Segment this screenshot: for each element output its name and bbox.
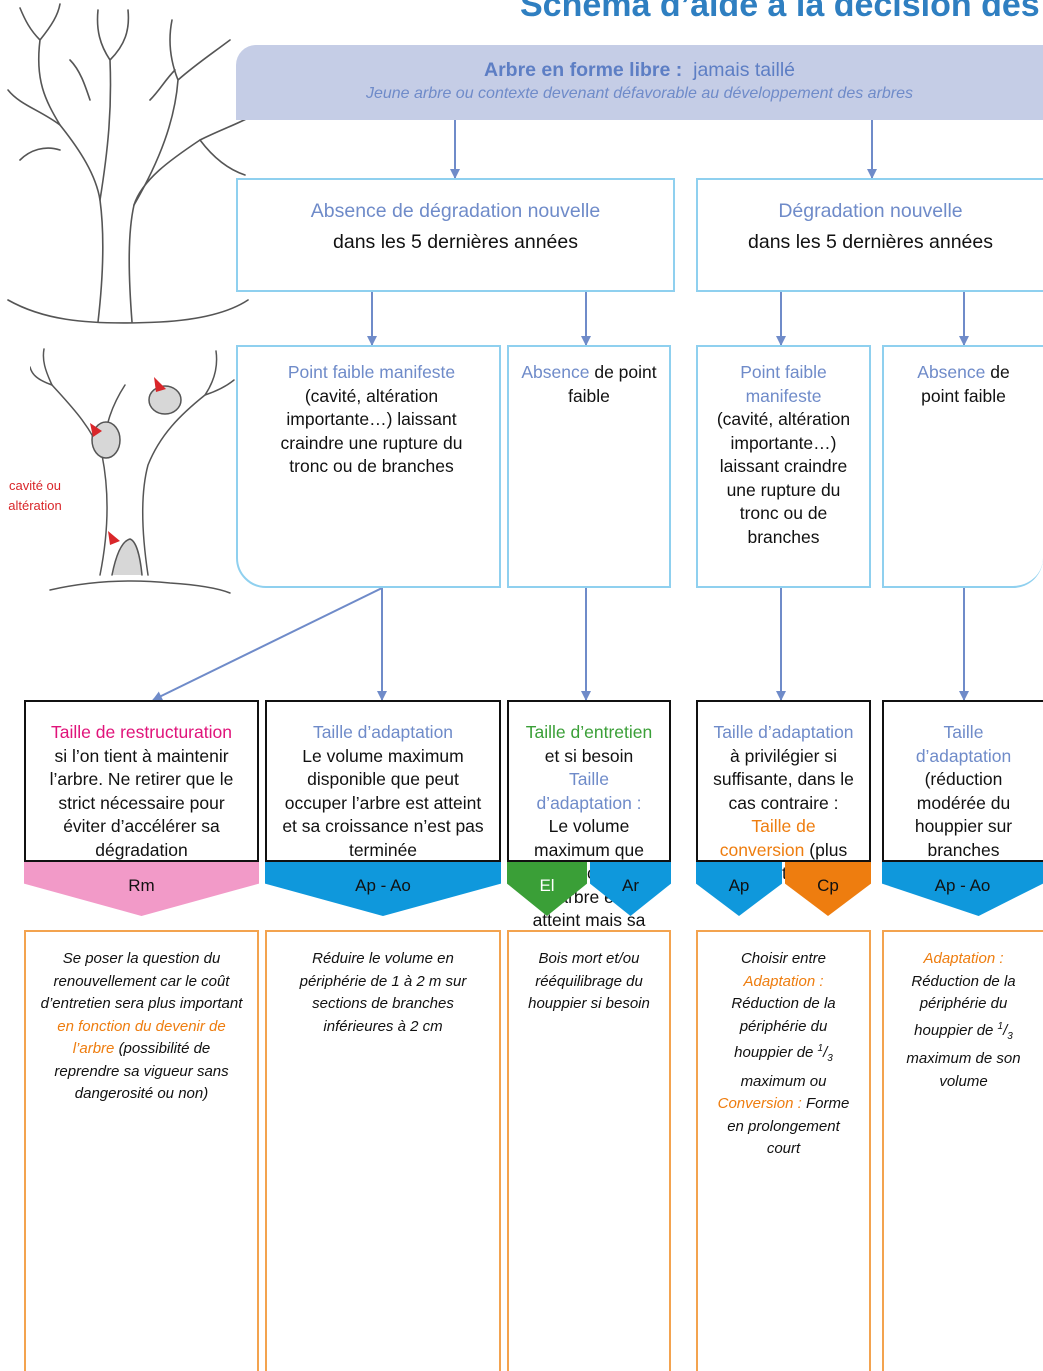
cavity-tree-sketch xyxy=(30,348,235,594)
level3-c5-head: Taille d’adaptation xyxy=(915,722,1012,766)
level3-c4-mid: à privilégier si suffisante, dans le cas… xyxy=(713,745,854,813)
level3-c4-head2: Taille de conversion xyxy=(719,816,816,860)
level1-right-line1: Dégradation nouvelle xyxy=(778,200,963,222)
note-c4-frac-n: 1 xyxy=(817,1043,824,1054)
level3-c1-text: si l’on tient à maintenir l’arbre. Ne re… xyxy=(49,745,234,860)
note-c4-b: Adaptation : xyxy=(743,972,824,990)
page-title: Schéma d’aide à la décision des catégori… xyxy=(520,0,1043,24)
level3-c3-head: Taille d’entretien xyxy=(525,722,653,742)
note-c4-a: Choisir entre xyxy=(740,950,827,967)
level3-c3-head2: Taille d’adaptation : xyxy=(536,769,642,813)
note-c4-e: Conversion : xyxy=(717,1095,802,1112)
note-col4: Choisir entre Adaptation : Réduction de … xyxy=(696,930,871,1371)
note-col3: Bois mort et/ou rééquilibrage du houppie… xyxy=(507,930,671,1371)
level3-restructuration-box: Taille de restructuration si l’on tient … xyxy=(24,700,259,862)
level3-c4-head: Taille d’adaptation xyxy=(713,722,854,742)
arrow-l2-diag xyxy=(152,587,383,701)
level1-left-line1: Absence de dégradation nouvelle xyxy=(310,200,601,222)
level1-left-line2: dans les 5 dernières années xyxy=(333,231,578,253)
level1-right-line2: dans les 5 dernières années xyxy=(748,231,993,253)
level2-no-weak-point-box-2: Absence de point faible xyxy=(882,345,1043,588)
bare-tree-sketch xyxy=(7,3,249,324)
level3-c3-mid: et si besoin xyxy=(544,745,634,766)
level2-c1-text: (cavité, altération importante…) laissan… xyxy=(280,385,463,477)
tag-ap-label: Ap xyxy=(728,876,750,895)
level2-no-weak-point-box-1: Absence de point faible xyxy=(507,345,671,588)
note-col5: Adaptation : Réduction de la périphérie … xyxy=(882,930,1043,1371)
note-c4-c: Réduction de la périphérie du houppier d… xyxy=(731,995,836,1061)
note-c5-frac-d: 3 xyxy=(1007,1030,1013,1042)
banner-rest: jamais taillé xyxy=(693,59,795,81)
note-c5-frac-n: 1 xyxy=(997,1020,1004,1032)
note-c1-a: Se poser la question du renouvellement c… xyxy=(40,950,243,1012)
tag-el-label: El xyxy=(539,876,555,895)
note-col1: Se poser la question du renouvellement c… xyxy=(24,930,259,1371)
level2-c3-head: Point faible manifeste xyxy=(740,362,827,406)
level3-adaptation-box-1: Taille d’adaptation Le volume maximum di… xyxy=(265,700,501,862)
tag-ar-label: Ar xyxy=(622,876,639,895)
note-c3-a: Bois mort et/ou rééquilibrage du houppie… xyxy=(528,950,650,1012)
level2-c3-text: (cavité, altération importante…) laissan… xyxy=(716,409,851,547)
level1-no-degradation-box: Absence de dégradation nouvelle dans les… xyxy=(236,178,675,292)
note-c4-d: maximum ou xyxy=(740,1072,827,1090)
level3-adaptation-box-3: Taille d’adaptation (réduction modérée d… xyxy=(882,700,1043,883)
note-c4-frac-d: 3 xyxy=(827,1053,833,1064)
level2-c1-head: Point faible manifeste xyxy=(287,362,456,382)
note-col2: Réduire le volume en périphérie de 1 à 2… xyxy=(265,930,501,1371)
level3-adaptation-box-2: Taille d’adaptation à privilégier si suf… xyxy=(696,700,871,883)
note-c5-b: Réduction de la périphérie du houppier d… xyxy=(911,972,1016,1039)
tag-ap-ao-1-label: Ap - Ao xyxy=(355,876,411,895)
banner-subtitle: Jeune arbre ou contexte devenant défavor… xyxy=(365,85,914,102)
note-c4-f: Forme en prolongement court xyxy=(727,1095,850,1157)
level2-c4-head: Absence xyxy=(917,362,986,382)
level2-c4-text: de point faible xyxy=(921,362,1010,406)
level2-weak-point-box-1: Point faible manifeste (cavité, altérati… xyxy=(236,345,501,588)
cavity-caption: cavité ou altération xyxy=(8,478,62,513)
level1-degradation-box: Dégradation nouvelle dans les 5 dernière… xyxy=(696,178,1043,292)
banner-bold: Arbre en forme libre : xyxy=(483,59,683,81)
level2-c2-head: Absence xyxy=(521,362,590,382)
tag-cp-label: Cp xyxy=(817,876,839,895)
level2-c2-text: de point faible xyxy=(568,362,657,406)
note-c5-c: maximum de son volume xyxy=(906,1050,1021,1090)
tag-rm-label: Rm xyxy=(128,876,155,895)
level2-weak-point-box-2: Point faible manifeste (cavité, altérati… xyxy=(696,345,871,588)
level3-c2-text: Le volume maximum disponible que peut oc… xyxy=(282,745,484,860)
tag-ap-ao-2-label: Ap - Ao xyxy=(934,876,991,895)
note-c5-a: Adaptation : xyxy=(923,950,1004,967)
note-c1-b: en fonction du devenir de l’arbre xyxy=(57,1017,226,1058)
level3-c2-head: Taille d’adaptation xyxy=(312,722,454,742)
note-c1-c: (possibilité de reprendre sa vigueur san… xyxy=(54,1040,229,1102)
level3-c1-head: Taille de restructuration xyxy=(51,722,232,742)
level3-c5-text: (réduction modérée du houppier sur branc… xyxy=(914,769,1013,883)
top-banner: Arbre en forme libre : jamais taillé Jeu… xyxy=(236,45,1043,120)
level3-entretien-box: Taille d’entretien et si besoin Taille d… xyxy=(507,700,671,977)
note-c2-a: Réduire le volume en périphérie de 1 à 2… xyxy=(299,950,467,1035)
